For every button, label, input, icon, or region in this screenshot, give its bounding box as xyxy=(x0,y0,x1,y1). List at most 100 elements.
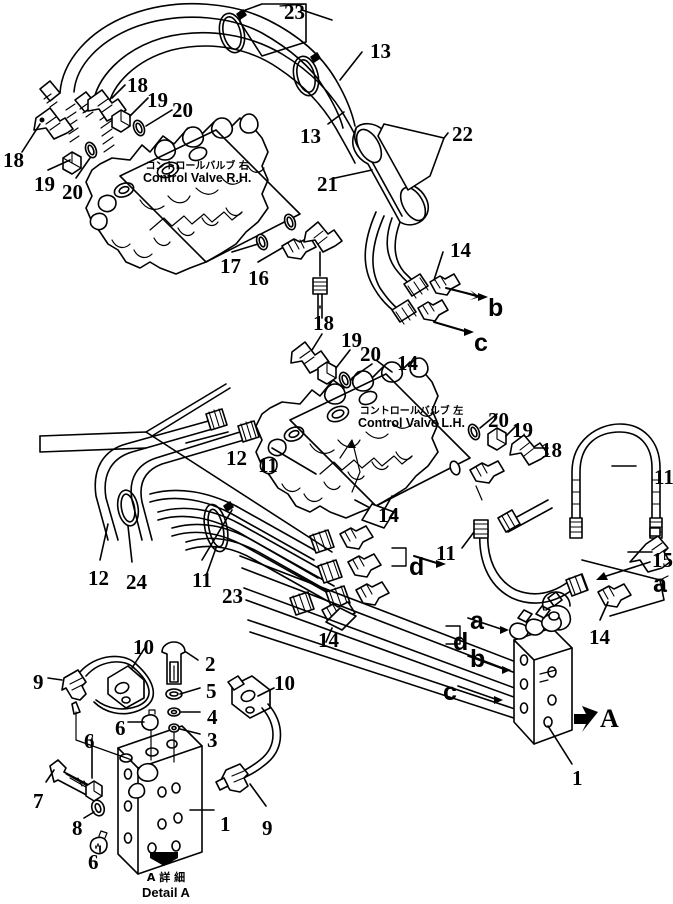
leader-19-lh-right xyxy=(505,423,519,437)
assembly-right-frame xyxy=(581,559,665,617)
detail-a-caption-jp: A 詳 細 xyxy=(146,871,186,884)
callout-c9-b: 9 xyxy=(262,816,273,840)
fitting-16 xyxy=(281,236,317,260)
leader-14-a xyxy=(433,251,444,281)
callout-c8: 8 xyxy=(72,816,83,840)
fitting-lh-plate xyxy=(469,460,505,484)
fitting-14-bundle-3 xyxy=(355,581,390,606)
leader-13-b xyxy=(327,111,345,125)
leader-8 xyxy=(83,811,95,819)
nut-19-upper xyxy=(111,109,131,133)
control-valve-lh-body xyxy=(255,361,439,519)
ferrule-11-lower-right xyxy=(565,573,589,597)
assembly-block-holes xyxy=(519,654,557,728)
cylinder-21-outline xyxy=(352,122,430,226)
leader-5 xyxy=(179,687,201,695)
callout-c12-b: 12 xyxy=(88,566,109,590)
fitting-hose-end-1 xyxy=(39,80,61,108)
leader-11-a xyxy=(271,447,317,475)
callout-c18-a: 18 xyxy=(127,73,148,97)
callout-c18-d: 18 xyxy=(541,438,562,462)
callout-c9-a: 9 xyxy=(33,670,44,694)
callout-c20-a: 20 xyxy=(172,98,193,122)
hose-diag-pair xyxy=(497,499,553,533)
fitting-14-bundle-2 xyxy=(347,553,382,578)
callout-c13-a: 13 xyxy=(370,39,391,63)
leader-20-lh-right xyxy=(479,413,498,429)
control-valve-rh-label-en: Control Valve R.H. xyxy=(143,171,252,185)
hose-11-lower-right xyxy=(478,529,573,604)
hose-14-to-b xyxy=(386,217,429,299)
tube-18-mid xyxy=(312,251,328,319)
flow-letter-a-right: a xyxy=(653,570,667,598)
valve-lh-mount-plate xyxy=(289,373,471,507)
flow-letter-b-top: b xyxy=(488,294,504,322)
clamp-23-leader-box xyxy=(239,3,307,57)
clamp-10-left xyxy=(107,665,145,709)
fitting-14-right-lower xyxy=(597,583,632,608)
leader-14-c xyxy=(383,495,393,511)
control-valve-rh-label-jp: コントロールバルブ 右 xyxy=(145,161,249,172)
callout-c24: 24 xyxy=(126,570,147,594)
clamp-23-right xyxy=(292,52,321,97)
leader-18-left xyxy=(21,123,41,153)
valve-rh-detail-lines xyxy=(111,165,265,259)
callout-c6-a: 6 xyxy=(115,716,126,740)
elbow-18-mid xyxy=(303,221,343,253)
arrow-c-top xyxy=(433,321,474,336)
callout-c7: 7 xyxy=(33,789,44,813)
callout-c17: 17 xyxy=(220,254,241,278)
flow-letter-a-asm: a xyxy=(470,607,484,635)
hose-11-right-loop xyxy=(571,423,661,531)
hose-texture xyxy=(65,103,115,153)
leader-9-left-long xyxy=(75,711,133,761)
callout-c5: 5 xyxy=(206,679,217,703)
arrow-a-big-label: A xyxy=(600,704,619,733)
leader-10-right xyxy=(257,687,275,697)
oring-lh-plate xyxy=(449,460,461,476)
hose-11-right-texture xyxy=(571,479,661,505)
arrow-a-asm xyxy=(467,617,505,631)
callout-c14-b: 14 xyxy=(397,351,418,375)
callout-c18-b: 18 xyxy=(3,148,24,172)
callout-c16: 16 xyxy=(248,266,269,290)
control-valve-lh-label: コントロールバルブ 左 Control Valve L.H. xyxy=(358,402,465,430)
assembly-rails xyxy=(239,555,527,723)
valve-lh-ports xyxy=(259,390,378,475)
hose-11-right-ferrule-top xyxy=(569,517,583,539)
leader-19-lh xyxy=(335,349,351,369)
flow-letter-d-asm: d xyxy=(453,628,469,656)
callout-c11-a: 11 xyxy=(258,453,278,477)
leader-9-left xyxy=(47,677,63,681)
valve-lh-spools-top xyxy=(323,357,429,405)
leader-21 xyxy=(334,169,373,179)
callout-c11-b: 11 xyxy=(436,541,456,565)
nut-6-mid xyxy=(85,780,103,802)
detail-a-block-holes xyxy=(119,739,183,854)
callout-c20-d: 20 xyxy=(488,408,509,432)
nut-19-lh-right xyxy=(487,427,507,451)
control-valve-rh-label: コントロールバルブ 右 Control Valve R.H. xyxy=(143,157,251,185)
leader-16 xyxy=(257,247,283,263)
callout-c6-b: 6 xyxy=(84,729,95,753)
callout-c23-top: 23 xyxy=(284,0,305,24)
leader-7 xyxy=(45,769,55,783)
valve-lh-detail-lines xyxy=(281,409,435,503)
leader-3 xyxy=(179,728,201,735)
label-box-22 xyxy=(377,123,445,191)
callout-c1-detail: 1 xyxy=(220,812,231,836)
callout-c14-e: 14 xyxy=(589,625,610,649)
callout-c11-right: 11 xyxy=(654,465,673,489)
callout-c18-c: 18 xyxy=(313,311,334,335)
leader-23-top xyxy=(301,9,333,21)
callout-c10-a: 10 xyxy=(133,635,154,659)
flow-letter-c-asm: c xyxy=(443,678,457,706)
hose-12-long-loop xyxy=(94,419,217,541)
leader-22 xyxy=(443,132,449,139)
leader-14-lh-b xyxy=(375,359,393,373)
nut-19-left xyxy=(62,151,82,175)
elbow-18-lh-right xyxy=(509,434,549,466)
valve-rh-ports xyxy=(89,146,208,231)
callout-c6-c: 6 xyxy=(88,850,99,874)
